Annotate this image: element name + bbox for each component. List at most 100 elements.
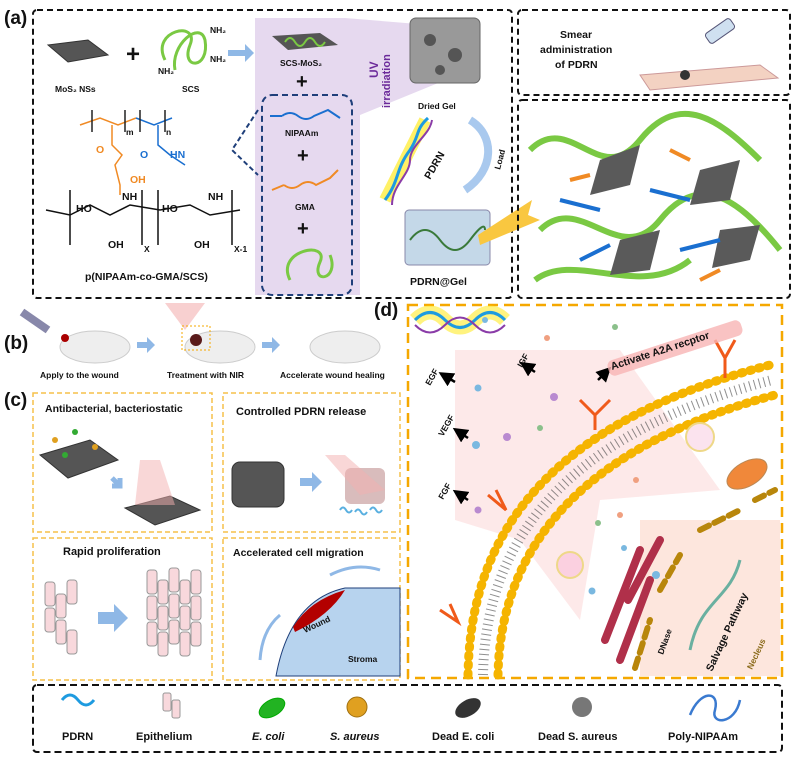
- nipaam-label: NIPAAm: [285, 128, 319, 138]
- step-label: Apply to the wound: [40, 370, 119, 380]
- nh2-label: NH₂: [210, 25, 226, 35]
- legend-label: Dead E. coli: [432, 731, 494, 743]
- chem-ho: HO: [162, 203, 178, 215]
- chem-oh: OH: [130, 174, 146, 186]
- chem-hn: HN: [170, 149, 185, 161]
- dead-e-coli-legend-icon: [455, 698, 481, 718]
- arrow-icon: [300, 472, 322, 492]
- panel-label-c: (c): [4, 390, 27, 411]
- wound-shape: [293, 590, 345, 632]
- release-arrow-icon: [438, 372, 456, 387]
- polymer-structure: m n O OH O HN NH NH HO HO OH OH X X-1: [45, 110, 248, 254]
- stroma-label: Stroma: [348, 654, 378, 664]
- receptor-icon: [439, 603, 462, 627]
- legend: PDRN Epithelium E. coli S. aureus Dead E…: [32, 684, 783, 753]
- gel-region: [255, 18, 470, 295]
- arrow-icon: [228, 44, 254, 62]
- irradiation-label: irradiation: [381, 54, 393, 108]
- mitochondria-icon: [726, 458, 768, 490]
- panel-a: (a) MoS₂ NSs + SCS NH₂ NH₂ NH₂ SCS-MoS₂ …: [4, 8, 540, 299]
- box-title: Accelerated cell migration: [233, 547, 364, 559]
- arrow-icon: [262, 337, 280, 353]
- pdrn-gel-icon: [404, 209, 491, 266]
- arrow-icon: [98, 604, 128, 632]
- membrane-outer: [463, 360, 775, 680]
- tube-icon: [704, 18, 736, 44]
- panel-label-a: (a): [4, 8, 27, 29]
- golgi-icon: [601, 536, 664, 664]
- legend-label: Poly-NIPAAm: [668, 731, 738, 743]
- pdrn-helix-icon: [383, 116, 430, 201]
- release-arrow-icon: [519, 361, 537, 377]
- migration-arrow-icon: [329, 565, 381, 577]
- factor-label: VEGF: [436, 413, 456, 438]
- migration-arrow-icon: [258, 613, 281, 661]
- plus-icon: +: [297, 145, 309, 167]
- plus-icon: +: [297, 218, 309, 240]
- stroma-shape: [275, 587, 401, 677]
- panel-label-d: (d): [374, 300, 398, 321]
- box-title: Controlled PDRN release: [236, 406, 366, 418]
- chem-nh: NH: [122, 191, 137, 203]
- chem-oh: OH: [108, 239, 124, 251]
- panel-b: (b) Apply to the wound Treatment with NI…: [4, 303, 385, 380]
- panel-a-frame: [32, 9, 513, 299]
- pdrn-label: PDRN: [422, 150, 447, 182]
- tube-icon: [19, 308, 51, 334]
- nir-beam-icon: [165, 303, 205, 330]
- chem-o: O: [140, 149, 148, 161]
- membrane-inner: [493, 390, 780, 680]
- dried-gel-icon: [409, 17, 481, 84]
- chem-n: n: [166, 127, 171, 137]
- release-arrow-icon: [452, 489, 470, 505]
- vesicle-icon: [685, 422, 715, 452]
- nucleus-region: [640, 520, 780, 676]
- arrow-icon: [137, 337, 155, 353]
- panel-d: (d) EGF IGF VEGF FGF Activate A2A recpto…: [374, 300, 784, 680]
- dead-s-aureus-legend-icon: [572, 697, 592, 717]
- nir-beam-icon: [135, 460, 175, 505]
- factor-label: EGF: [423, 367, 440, 387]
- load-arrow-icon: [462, 116, 493, 194]
- epithelium-legend-icon: [162, 692, 172, 712]
- arrow-icon: [110, 476, 123, 489]
- e-coli-legend-icon: [258, 697, 286, 719]
- scs-coil-icon: [284, 37, 326, 47]
- chem-oh: OH: [194, 239, 210, 251]
- receptor-icon: [713, 339, 737, 378]
- pdrn-gel-label: PDRN@Gel: [410, 276, 467, 288]
- receptor-icon: [487, 489, 508, 512]
- plus-icon: +: [296, 71, 308, 93]
- step-label: Treatment with NIR: [167, 370, 244, 380]
- smear-label: of PDRN: [555, 59, 598, 71]
- legend-label: E. coli: [252, 731, 285, 743]
- plus-icon: +: [126, 41, 140, 68]
- gel-cube-icon: [231, 461, 285, 508]
- growth-factor-dots: [472, 317, 660, 595]
- nh2-label: NH₂: [158, 66, 174, 76]
- scs-label: SCS: [182, 84, 200, 94]
- box-title: Rapid proliferation: [63, 546, 161, 558]
- mouse-icon: [309, 330, 381, 364]
- step-label: Accelerate wound healing: [280, 370, 385, 380]
- receptor-icon: [578, 398, 612, 430]
- s-aureus-legend-icon: [346, 696, 368, 718]
- panel-c: (c) Antibacterial, bacteriostatic Contro…: [4, 390, 401, 681]
- pdrn-legend-icon: [60, 693, 96, 707]
- network-panel: [517, 99, 791, 299]
- mos2-sheet-icon: [46, 39, 110, 63]
- gma-label: GMA: [295, 202, 315, 212]
- poly-nipaam-legend-icon: [688, 694, 742, 722]
- uv-label: UV: [367, 61, 381, 78]
- legend-label: S. aureus: [330, 731, 380, 743]
- scs-chain-icon: [286, 248, 334, 281]
- scs-chain-icon: [160, 29, 208, 71]
- gel-slab-icon: [38, 439, 120, 479]
- factor-label: FGF: [436, 481, 453, 501]
- mos2-label: MoS₂ NSs: [55, 84, 96, 94]
- nipaam-structure: [270, 108, 341, 120]
- gel-network-icon: [527, 110, 783, 283]
- dried-gel-label: Dried Gel: [418, 101, 456, 111]
- chem-nh2: NH: [208, 191, 223, 203]
